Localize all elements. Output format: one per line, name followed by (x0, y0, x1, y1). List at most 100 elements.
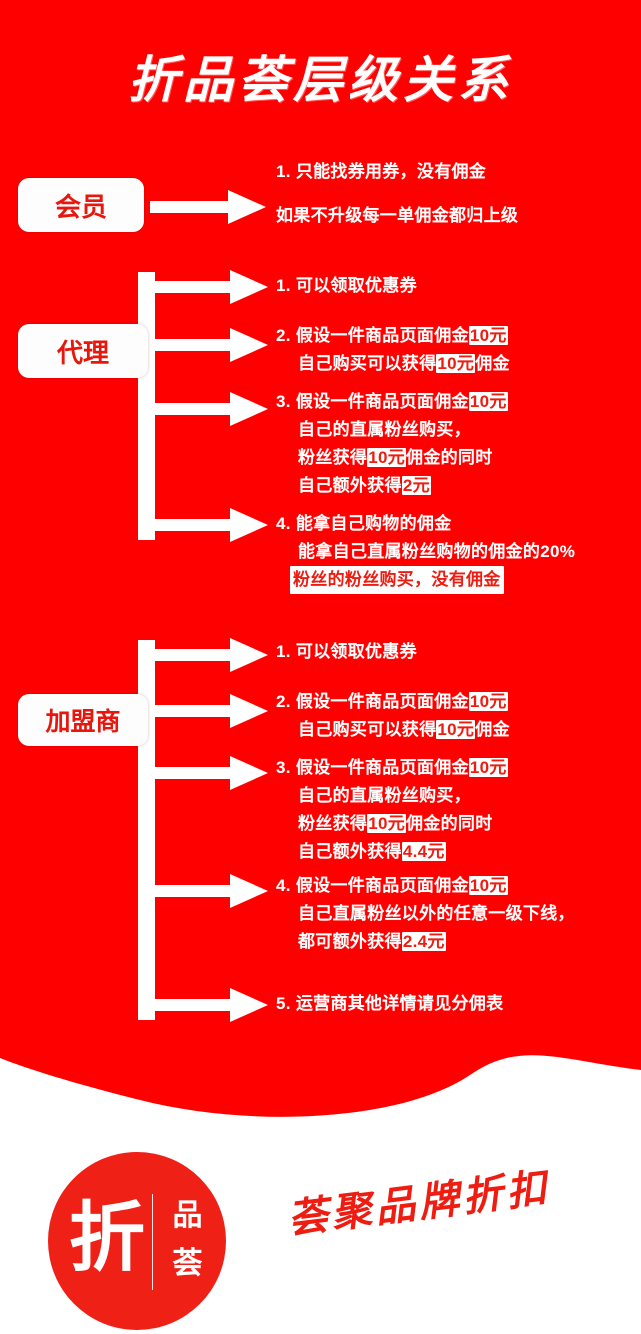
highlight-value: 10元 (468, 326, 508, 345)
role-label-member-text: 会员 (54, 191, 107, 222)
text-line: 自己额外获得2元 (276, 472, 508, 500)
item-text: 假设一件商品页面佣金 (295, 326, 469, 345)
agent-item-2: 2. 假设一件商品页面佣金10元 自己购买可以获得10元佣金 (276, 322, 510, 378)
page-title: 折品荟层级关系 (128, 50, 513, 109)
item-text: 自己直属粉丝以外的任意一级下线， (298, 904, 575, 923)
highlight-value: 4.4元 (401, 842, 446, 861)
arrow-franchisee-2 (138, 694, 268, 728)
text-line: 都可额外获得2.4元 (276, 928, 575, 956)
text-line: 2. 假设一件商品页面佣金10元 (276, 322, 510, 350)
item-text: 自己购买可以获得 (298, 720, 437, 739)
text-line: 4. 能拿自己购物的佣金 (276, 510, 575, 538)
item-number: 2. (276, 692, 291, 711)
item-text: 都可额外获得 (298, 932, 402, 951)
item-text: 假设一件商品页面佣金 (295, 758, 469, 777)
item-text: 自己额外获得 (298, 842, 402, 861)
text-line: 4. 假设一件商品页面佣金10元 (276, 872, 575, 900)
logo-sub-characters: 品 荟 (160, 1192, 216, 1288)
text-line: 5. 运营商其他详情请见分佣表 (276, 990, 503, 1018)
text-line: 粉丝的粉丝购买，没有佣金 (276, 566, 575, 594)
member-item-2: 如果不升级每一单佣金都归上级 (276, 202, 518, 230)
role-label-member[interactable]: 会员 (18, 178, 144, 232)
item-text: 如果不升级每一单佣金都归上级 (276, 206, 519, 225)
role-label-agent[interactable]: 代理 (18, 324, 148, 378)
highlight-value: 粉丝的粉丝购买，没有佣金 (290, 566, 504, 594)
text-line: 粉丝获得10元佣金的同时 (276, 810, 508, 838)
item-number: 1. (276, 162, 291, 181)
text-line: 自己的直属粉丝购买， (276, 416, 508, 444)
item-number: 4. (276, 876, 291, 895)
highlight-value: 10元 (468, 692, 508, 711)
arrow-agent-4 (138, 508, 268, 542)
franchisee-item-1: 1. 可以领取优惠券 (276, 638, 417, 666)
text-line: 自己购买可以获得10元佣金 (276, 716, 510, 744)
item-text: 运营商其他详情请见分佣表 (295, 994, 504, 1013)
role-label-franchisee-text: 加盟商 (45, 708, 121, 736)
arrow-franchisee-4 (138, 874, 268, 908)
highlight-value: 2.4元 (401, 932, 446, 951)
text-line: 1. 只能找券用券，没有佣金 (276, 158, 486, 186)
arrow-agent-3 (138, 392, 268, 426)
highlight-value: 10元 (468, 392, 508, 411)
text-line: 自己额外获得4.4元 (276, 838, 508, 866)
text-line: 如果不升级每一单佣金都归上级 (276, 202, 518, 230)
item-text: 假设一件商品页面佣金 (295, 876, 469, 895)
item-number: 1. (276, 276, 291, 295)
text-line: 3. 假设一件商品页面佣金10元 (276, 388, 508, 416)
agent-item-1: 1. 可以领取优惠券 (276, 272, 417, 300)
arrow-franchisee-1 (138, 638, 268, 672)
item-number: 1. (276, 642, 291, 661)
highlight-value: 10元 (367, 814, 407, 833)
item-text: 能拿自己购物的佣金 (295, 514, 452, 533)
arrow-franchisee-5 (138, 988, 268, 1022)
text-line: 自己的直属粉丝购买， (276, 782, 508, 810)
logo-divider (152, 1194, 153, 1290)
logo-sub-top: 品 (172, 1198, 204, 1233)
item-text: 粉丝获得 (298, 814, 368, 833)
item-text: 只能找券用券，没有佣金 (295, 162, 487, 181)
item-text: 自己购买可以获得 (298, 354, 437, 373)
item-text: 粉丝获得 (298, 448, 368, 467)
highlight-value: 10元 (436, 720, 476, 739)
arrow-member-1 (150, 190, 266, 224)
item-number: 3. (276, 392, 291, 411)
item-number: 3. (276, 758, 291, 777)
item-text: 假设一件商品页面佣金 (295, 692, 469, 711)
logo-main-character: 折 (69, 1193, 145, 1282)
text-line: 自己直属粉丝以外的任意一级下线， (276, 900, 575, 928)
role-label-franchisee[interactable]: 加盟商 (18, 694, 148, 746)
highlight-value: 10元 (436, 354, 476, 373)
brand-logo[interactable]: 折 品 荟 (48, 1152, 226, 1330)
text-line: 3. 假设一件商品页面佣金10元 (276, 754, 508, 782)
item-text: 可以领取优惠券 (295, 276, 417, 295)
franchisee-item-5: 5. 运营商其他详情请见分佣表 (276, 990, 503, 1018)
item-text: 佣金 (475, 720, 510, 739)
highlight-value: 10元 (468, 876, 508, 895)
text-line: 能拿自己直属粉丝购物的佣金的20% (276, 538, 575, 566)
text-line: 2. 假设一件商品页面佣金10元 (276, 688, 510, 716)
item-text: 可以领取优惠券 (295, 642, 417, 661)
logo-sub-bottom: 荟 (172, 1246, 204, 1281)
text-line: 自己购买可以获得10元佣金 (276, 350, 510, 378)
item-text: 佣金 (475, 354, 510, 373)
franchisee-item-2: 2. 假设一件商品页面佣金10元 自己购买可以获得10元佣金 (276, 688, 510, 744)
highlight-value: 2元 (401, 476, 431, 495)
highlight-value: 10元 (468, 758, 508, 777)
item-number: 5. (276, 994, 291, 1013)
text-line: 1. 可以领取优惠券 (276, 272, 417, 300)
item-text: 佣金的同时 (406, 448, 493, 467)
item-text: 自己额外获得 (298, 476, 402, 495)
franchisee-item-3: 3. 假设一件商品页面佣金10元 自己的直属粉丝购买， 粉丝获得10元佣金的同时… (276, 754, 508, 866)
text-line: 1. 可以领取优惠券 (276, 638, 417, 666)
item-text: 佣金的同时 (406, 814, 493, 833)
role-label-agent-text: 代理 (56, 337, 109, 368)
arrow-agent-2 (138, 328, 268, 362)
item-text: 自己的直属粉丝购买， (298, 420, 471, 439)
arrow-agent-1 (138, 270, 268, 304)
highlight-value: 10元 (367, 448, 407, 467)
member-item-1: 1. 只能找券用券，没有佣金 (276, 158, 486, 186)
text-line: 粉丝获得10元佣金的同时 (276, 444, 508, 472)
franchisee-item-4: 4. 假设一件商品页面佣金10元 自己直属粉丝以外的任意一级下线， 都可额外获得… (276, 872, 575, 956)
item-text: 假设一件商品页面佣金 (295, 392, 469, 411)
brand-slogan: 荟聚品牌折扣 (285, 1164, 553, 1243)
